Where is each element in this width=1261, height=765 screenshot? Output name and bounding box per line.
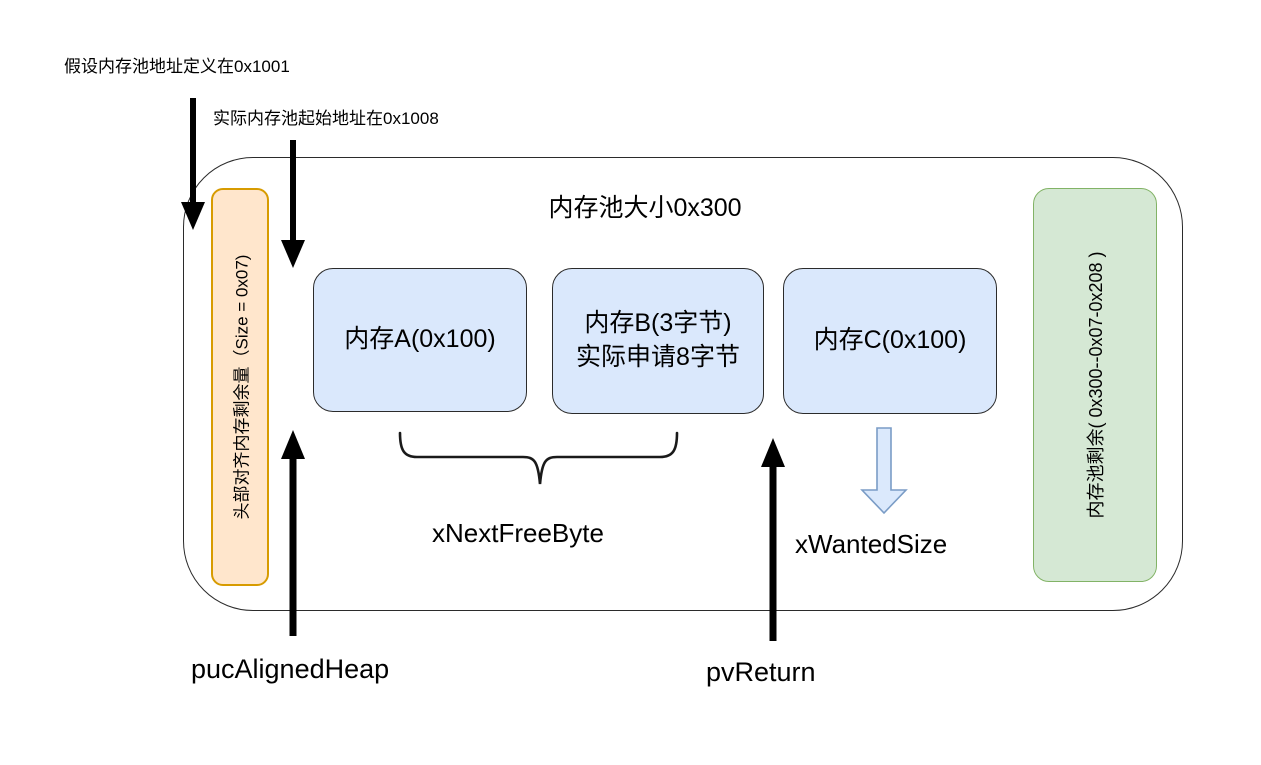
x-next-free-byte-label: xNextFreeByte xyxy=(432,518,604,548)
memory-pool-size-title: 内存池大小0x300 xyxy=(548,194,742,222)
puc-aligned-heap-label: pucAlignedHeap xyxy=(191,654,390,684)
header-align-remainder-label: 头部对齐内存剩余量（Size = 0x07) xyxy=(232,254,252,520)
memory-block-b: 内存B(3字节) 实际申请8字节 xyxy=(552,268,764,414)
memory-block-c-label: 内存C(0x100) xyxy=(813,326,967,355)
pv-return-label: pvReturn xyxy=(706,657,816,687)
memory-block-b-label: 内存B(3字节) 实际申请8字节 xyxy=(576,309,740,371)
memory-pool-container xyxy=(183,157,1183,611)
memory-block-a-label: 内存A(0x100) xyxy=(344,325,496,354)
memory-block-a: 内存A(0x100) xyxy=(313,268,527,412)
pool-remaining-block: 内存池剩余( 0x300--0x07-0x208 ) xyxy=(1033,188,1157,582)
annotation-pool-address-defined: 假设内存池地址定义在0x1001 xyxy=(64,57,290,76)
x-wanted-size-label: xWantedSize xyxy=(795,529,948,559)
header-align-remainder-block: 头部对齐内存剩余量（Size = 0x07) xyxy=(211,188,269,586)
pool-remaining-label: 内存池剩余( 0x300--0x07-0x208 ) xyxy=(1086,251,1106,519)
memory-block-c: 内存C(0x100) xyxy=(783,268,997,414)
annotation-actual-start-address: 实际内存池起始地址在0x1008 xyxy=(213,109,439,128)
